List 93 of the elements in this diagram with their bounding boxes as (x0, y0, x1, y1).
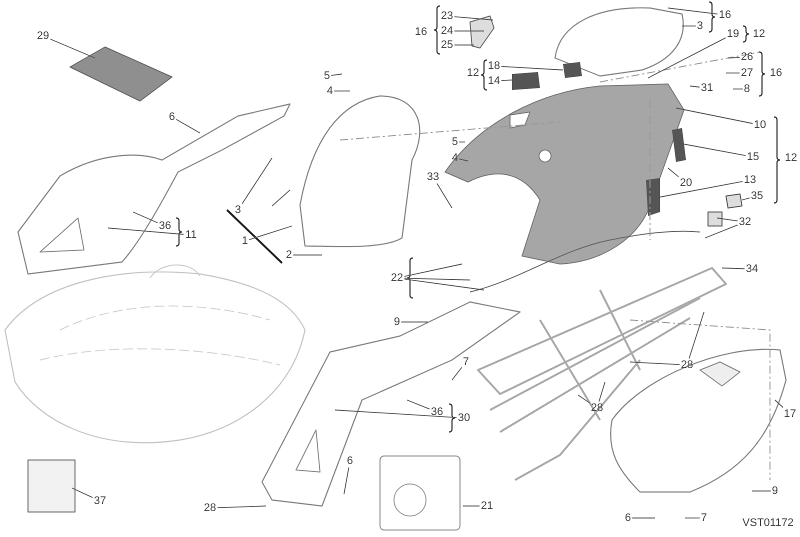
leader-line (176, 118, 200, 134)
callout-number: 36 (158, 220, 172, 232)
callout-number: 6 (168, 110, 176, 124)
callout-number: 3 (234, 204, 242, 216)
callout-number: 34 (744, 262, 760, 276)
leader-line (704, 224, 738, 238)
leader-line (648, 37, 726, 78)
leader-line (436, 183, 452, 208)
callout-number: 9 (392, 316, 402, 328)
leader-line (732, 88, 744, 90)
callout-number: 30 (456, 412, 472, 424)
callout-number: 13 (742, 174, 758, 186)
leader-line (716, 218, 738, 222)
callout-number: 32 (738, 216, 752, 228)
callout-number: 2 (284, 248, 294, 262)
leader-line (50, 38, 96, 58)
leader-line (334, 410, 458, 418)
leader-line (500, 80, 512, 82)
leader-line (578, 394, 590, 404)
callout-number: 3 (696, 20, 704, 32)
callout-number: 7 (462, 356, 470, 368)
leader-line (242, 158, 272, 204)
leader-line (630, 362, 680, 366)
leader-line (458, 158, 468, 162)
leader-line (404, 264, 462, 277)
callout-number: 25 (440, 38, 454, 52)
leader-line (406, 400, 430, 410)
callout-number: 35 (750, 190, 764, 202)
leader-line (404, 278, 470, 280)
leader-line (726, 72, 740, 74)
leader-line (668, 8, 718, 15)
callout-number: 21 (480, 500, 494, 512)
callout-number: 12 (466, 66, 480, 80)
leader-line (454, 16, 494, 20)
leader-line (598, 382, 606, 402)
callout-number: 17 (782, 408, 798, 420)
callout-number: 9 (770, 484, 780, 498)
leader-line (688, 312, 704, 359)
leader-line (500, 66, 564, 70)
leader-line (452, 366, 462, 380)
callout-number: 16 (718, 8, 732, 22)
callout-number: 26 (740, 50, 754, 64)
leader-line (216, 506, 266, 508)
leader-line (668, 168, 680, 178)
callout-number: 31 (700, 82, 714, 94)
leader-line (742, 198, 750, 200)
callout-number: 7 (700, 512, 708, 524)
callout-number: 24 (440, 24, 454, 38)
leader-line (404, 278, 484, 290)
drawing-number: VST01172 (741, 516, 795, 530)
leader-line (108, 228, 184, 235)
leader-line (454, 44, 474, 46)
callout-number: 12 (784, 152, 798, 164)
callout-number: 5 (450, 136, 460, 148)
callout-number: 37 (92, 494, 108, 508)
callout-number: 28 (202, 502, 218, 514)
leader-line (344, 467, 350, 494)
leader-line (722, 268, 746, 270)
callout-number: 19 (726, 28, 740, 40)
callout-number: 1 (240, 234, 250, 248)
leader-line (454, 30, 484, 32)
callout-number: 27 (740, 66, 754, 80)
callout-number: 15 (746, 150, 760, 164)
leader-line (690, 86, 700, 88)
leader-line (728, 56, 740, 58)
leader-line (132, 212, 158, 224)
callout-number: 5 (322, 70, 332, 82)
leader-line (330, 74, 342, 76)
callout-number: 14 (486, 74, 502, 88)
leader-line (248, 226, 292, 240)
leader-line (334, 90, 350, 92)
callout-number: 16 (414, 26, 428, 38)
callout-number: 12 (752, 28, 766, 40)
leader-line (72, 488, 94, 498)
callout-number: 23 (440, 10, 454, 22)
callout-number: 6 (346, 454, 354, 468)
callout-number: 22 (390, 272, 404, 284)
callout-number: 11 (184, 228, 198, 242)
leader-line (752, 490, 772, 492)
callout-number: 4 (326, 84, 334, 98)
callout-number: 10 (752, 118, 768, 132)
callout-number: 36 (430, 406, 444, 418)
callout-number: 20 (678, 176, 694, 190)
callout-number: 6 (624, 512, 632, 524)
callout-number: 29 (36, 30, 50, 42)
callout-number: 8 (742, 82, 752, 96)
leader-line (292, 254, 322, 256)
leader-line (676, 108, 754, 124)
leader-line (774, 400, 784, 408)
callout-number: 18 (486, 60, 502, 72)
callout-number: 16 (768, 66, 784, 80)
callout-number: 28 (590, 402, 604, 414)
callout-number: 33 (426, 170, 440, 184)
